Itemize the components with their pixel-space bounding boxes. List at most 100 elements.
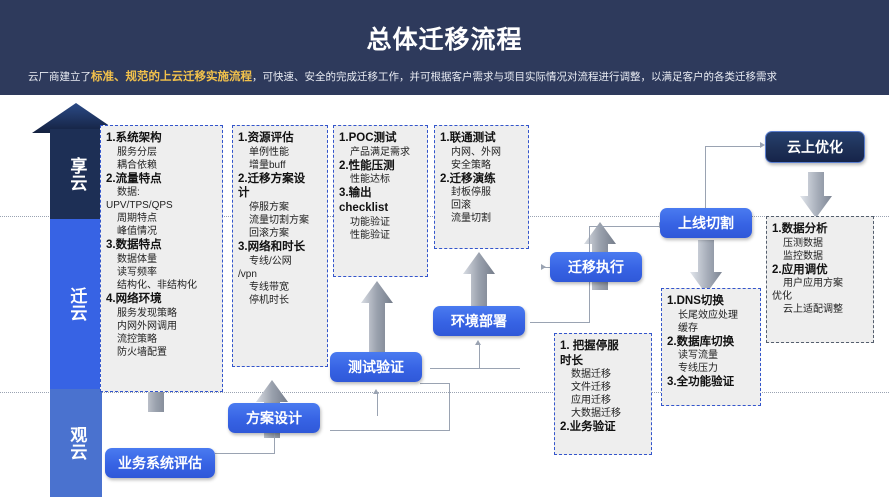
box-line: 应用迁移: [571, 395, 611, 407]
pill-environment-deployment[interactable]: 环境部署: [433, 306, 525, 336]
connector-line: [705, 146, 706, 212]
connector-line: [377, 394, 378, 416]
box-line: 产品满足需求: [350, 146, 410, 158]
box-line: 2.数据库切换: [667, 335, 735, 348]
connector-line: [705, 146, 761, 147]
box-line: 防火墙配置: [117, 346, 167, 358]
pill-label: 迁移执行: [568, 259, 624, 275]
box-line: 服务发现策略: [117, 307, 177, 319]
stage-label: 观云: [67, 426, 87, 460]
connector-arrowhead: [475, 340, 481, 345]
box-environment-deploy[interactable]: 1.联通测试 内网、外网 安全策略 2.迁移演练 封板停服 回滚 流量切割: [434, 125, 529, 249]
connector-line: [589, 268, 590, 323]
box-line: 封板停服: [451, 187, 491, 199]
box-line: 增量buff: [249, 159, 286, 171]
header-subtitle: 云厂商建立了标准、规范的上云迁移实施流程，可快速、安全的完成迁移工作，并可根据客…: [28, 68, 868, 84]
connector-arrowhead: [760, 142, 765, 148]
pill-label: 测试验证: [348, 359, 404, 375]
box-line: checklist: [339, 202, 389, 215]
box-line: 专线带宽: [249, 281, 289, 293]
box-line: 1.DNS切换: [667, 295, 724, 307]
box-solution-design[interactable]: 1.资源评估 单例性能 增量buff 2.迁移方案设 计 停服方案 流量切割方案…: [232, 125, 328, 367]
box-line: 时长: [560, 354, 583, 367]
box-line: 停机时长: [249, 294, 289, 306]
box-line: 流量切割: [451, 213, 491, 225]
pill-migration-execution[interactable]: 迁移执行: [550, 252, 642, 282]
box-line: 数据体量: [117, 254, 157, 266]
box-migration-execute[interactable]: 1. 把握停服 时长 数据迁移 文件迁移 应用迁移 大数据迁移 2.业务验证: [554, 333, 652, 455]
box-line: 1. 把握停服: [560, 340, 619, 352]
pill-label: 方案设计: [246, 410, 302, 426]
pill-online-cutover[interactable]: 上线切割: [660, 208, 752, 238]
box-line: 2.流量特点: [106, 172, 162, 185]
box-line: 单例性能: [249, 146, 289, 158]
arrow-up-envdeploy: [463, 252, 495, 310]
stage-bar: 享云 迁云 观云: [32, 103, 120, 497]
box-line: 功能验证: [350, 216, 390, 228]
box-line: 1.联通测试: [440, 132, 496, 144]
divider-migrate-watch: [0, 392, 889, 393]
stage-label: 享云: [67, 157, 87, 191]
box-line: 3.全功能验证: [667, 376, 735, 389]
arrow-down-optimization: [800, 172, 832, 218]
pill-solution-design[interactable]: 方案设计: [228, 403, 320, 433]
connector-line: [274, 432, 275, 454]
box-line: 性能达标: [350, 174, 390, 186]
connector-line: [330, 430, 450, 431]
box-line: 读写频率: [117, 267, 157, 279]
box-line: 压测数据: [783, 237, 823, 249]
stage-migrate-cloud[interactable]: 迁云: [50, 219, 102, 389]
pill-label: 业务系统评估: [118, 455, 202, 471]
connector-line: [590, 226, 660, 227]
box-online-cutover[interactable]: 1.DNS切换 长尾效应处理 缓存 2.数据库切换 读写流量 专线压力 3.全功…: [661, 288, 761, 406]
connector-line: [449, 383, 450, 431]
connector-line: [479, 345, 480, 369]
box-line: 优化: [772, 291, 792, 303]
pill-label: 云上优化: [787, 139, 843, 155]
arrow-up-test: [361, 281, 393, 352]
box-line: 缓存: [678, 322, 698, 334]
pill-test-verification[interactable]: 测试验证: [330, 352, 422, 382]
pill-business-system-assessment[interactable]: 业务系统评估: [105, 448, 215, 478]
connector-line: [530, 322, 590, 323]
box-line: 云上适配调整: [783, 304, 843, 316]
box-test-verification[interactable]: 1.POC测试 产品满足需求 2.性能压测 性能达标 3.输出 checklis…: [333, 125, 428, 277]
connector-arrowhead: [373, 389, 379, 394]
box-line: 3.网络和时长: [238, 241, 306, 254]
box-lines: 1.系统架构 服务分层 耦合依赖 2.流量特点 数据: UPV/TPS/QPS …: [106, 131, 218, 359]
box-line: /vpn: [238, 268, 257, 280]
stage-watch-cloud[interactable]: 观云: [50, 389, 102, 497]
box-line: 内网、外网: [451, 146, 501, 158]
box-line: 回滚: [451, 200, 471, 212]
page-title: 总体迁移流程: [366, 26, 523, 54]
connector-line: [420, 383, 450, 384]
box-line: 文件迁移: [571, 382, 611, 394]
box-system-assessment[interactable]: 1.系统架构 服务分层 耦合依赖 2.流量特点 数据: UPV/TPS/QPS …: [100, 125, 223, 392]
box-line: 2.应用调优: [772, 263, 828, 276]
connector-line: [430, 368, 520, 369]
box-line: 耦合依赖: [117, 159, 157, 171]
header-banner: 总体迁移流程 云厂商建立了标准、规范的上云迁移实施流程，可快速、安全的完成迁移工…: [0, 0, 889, 95]
box-line: 流控策略: [117, 333, 157, 345]
pill-label: 上线切割: [678, 215, 734, 231]
box-line: 安全策略: [451, 159, 491, 171]
box-line: 1.POC测试: [339, 132, 397, 144]
connector-line: [544, 267, 554, 268]
box-line: 4.网络环境: [106, 293, 162, 306]
pill-cloud-optimization[interactable]: 云上优化: [765, 131, 865, 163]
box-line: 数据迁移: [571, 369, 611, 381]
box-line: 流量切割方案: [249, 215, 309, 227]
box-line: 停服方案: [249, 202, 289, 214]
pill-label: 环境部署: [451, 313, 507, 329]
subtitle-suffix: ，可快速、安全的完成迁移工作，并可根据客户需求与项目实际情况对流程进行调整，以满…: [252, 71, 777, 83]
box-line: 2.性能压测: [339, 159, 395, 172]
box-line: UPV/TPS/QPS: [106, 200, 173, 212]
box-line: 长尾效应处理: [678, 309, 738, 321]
connector-line: [589, 226, 590, 256]
box-cloud-optimization[interactable]: 1.数据分析 压测数据 监控数据 2.应用调优 用户应用方案 优化 云上适配调整: [766, 216, 874, 343]
box-line: 周期特点: [117, 213, 157, 225]
box-line: 数据:: [117, 187, 140, 199]
box-line: 读写流量: [678, 350, 718, 362]
stage-enjoy-cloud[interactable]: 享云: [50, 129, 102, 219]
